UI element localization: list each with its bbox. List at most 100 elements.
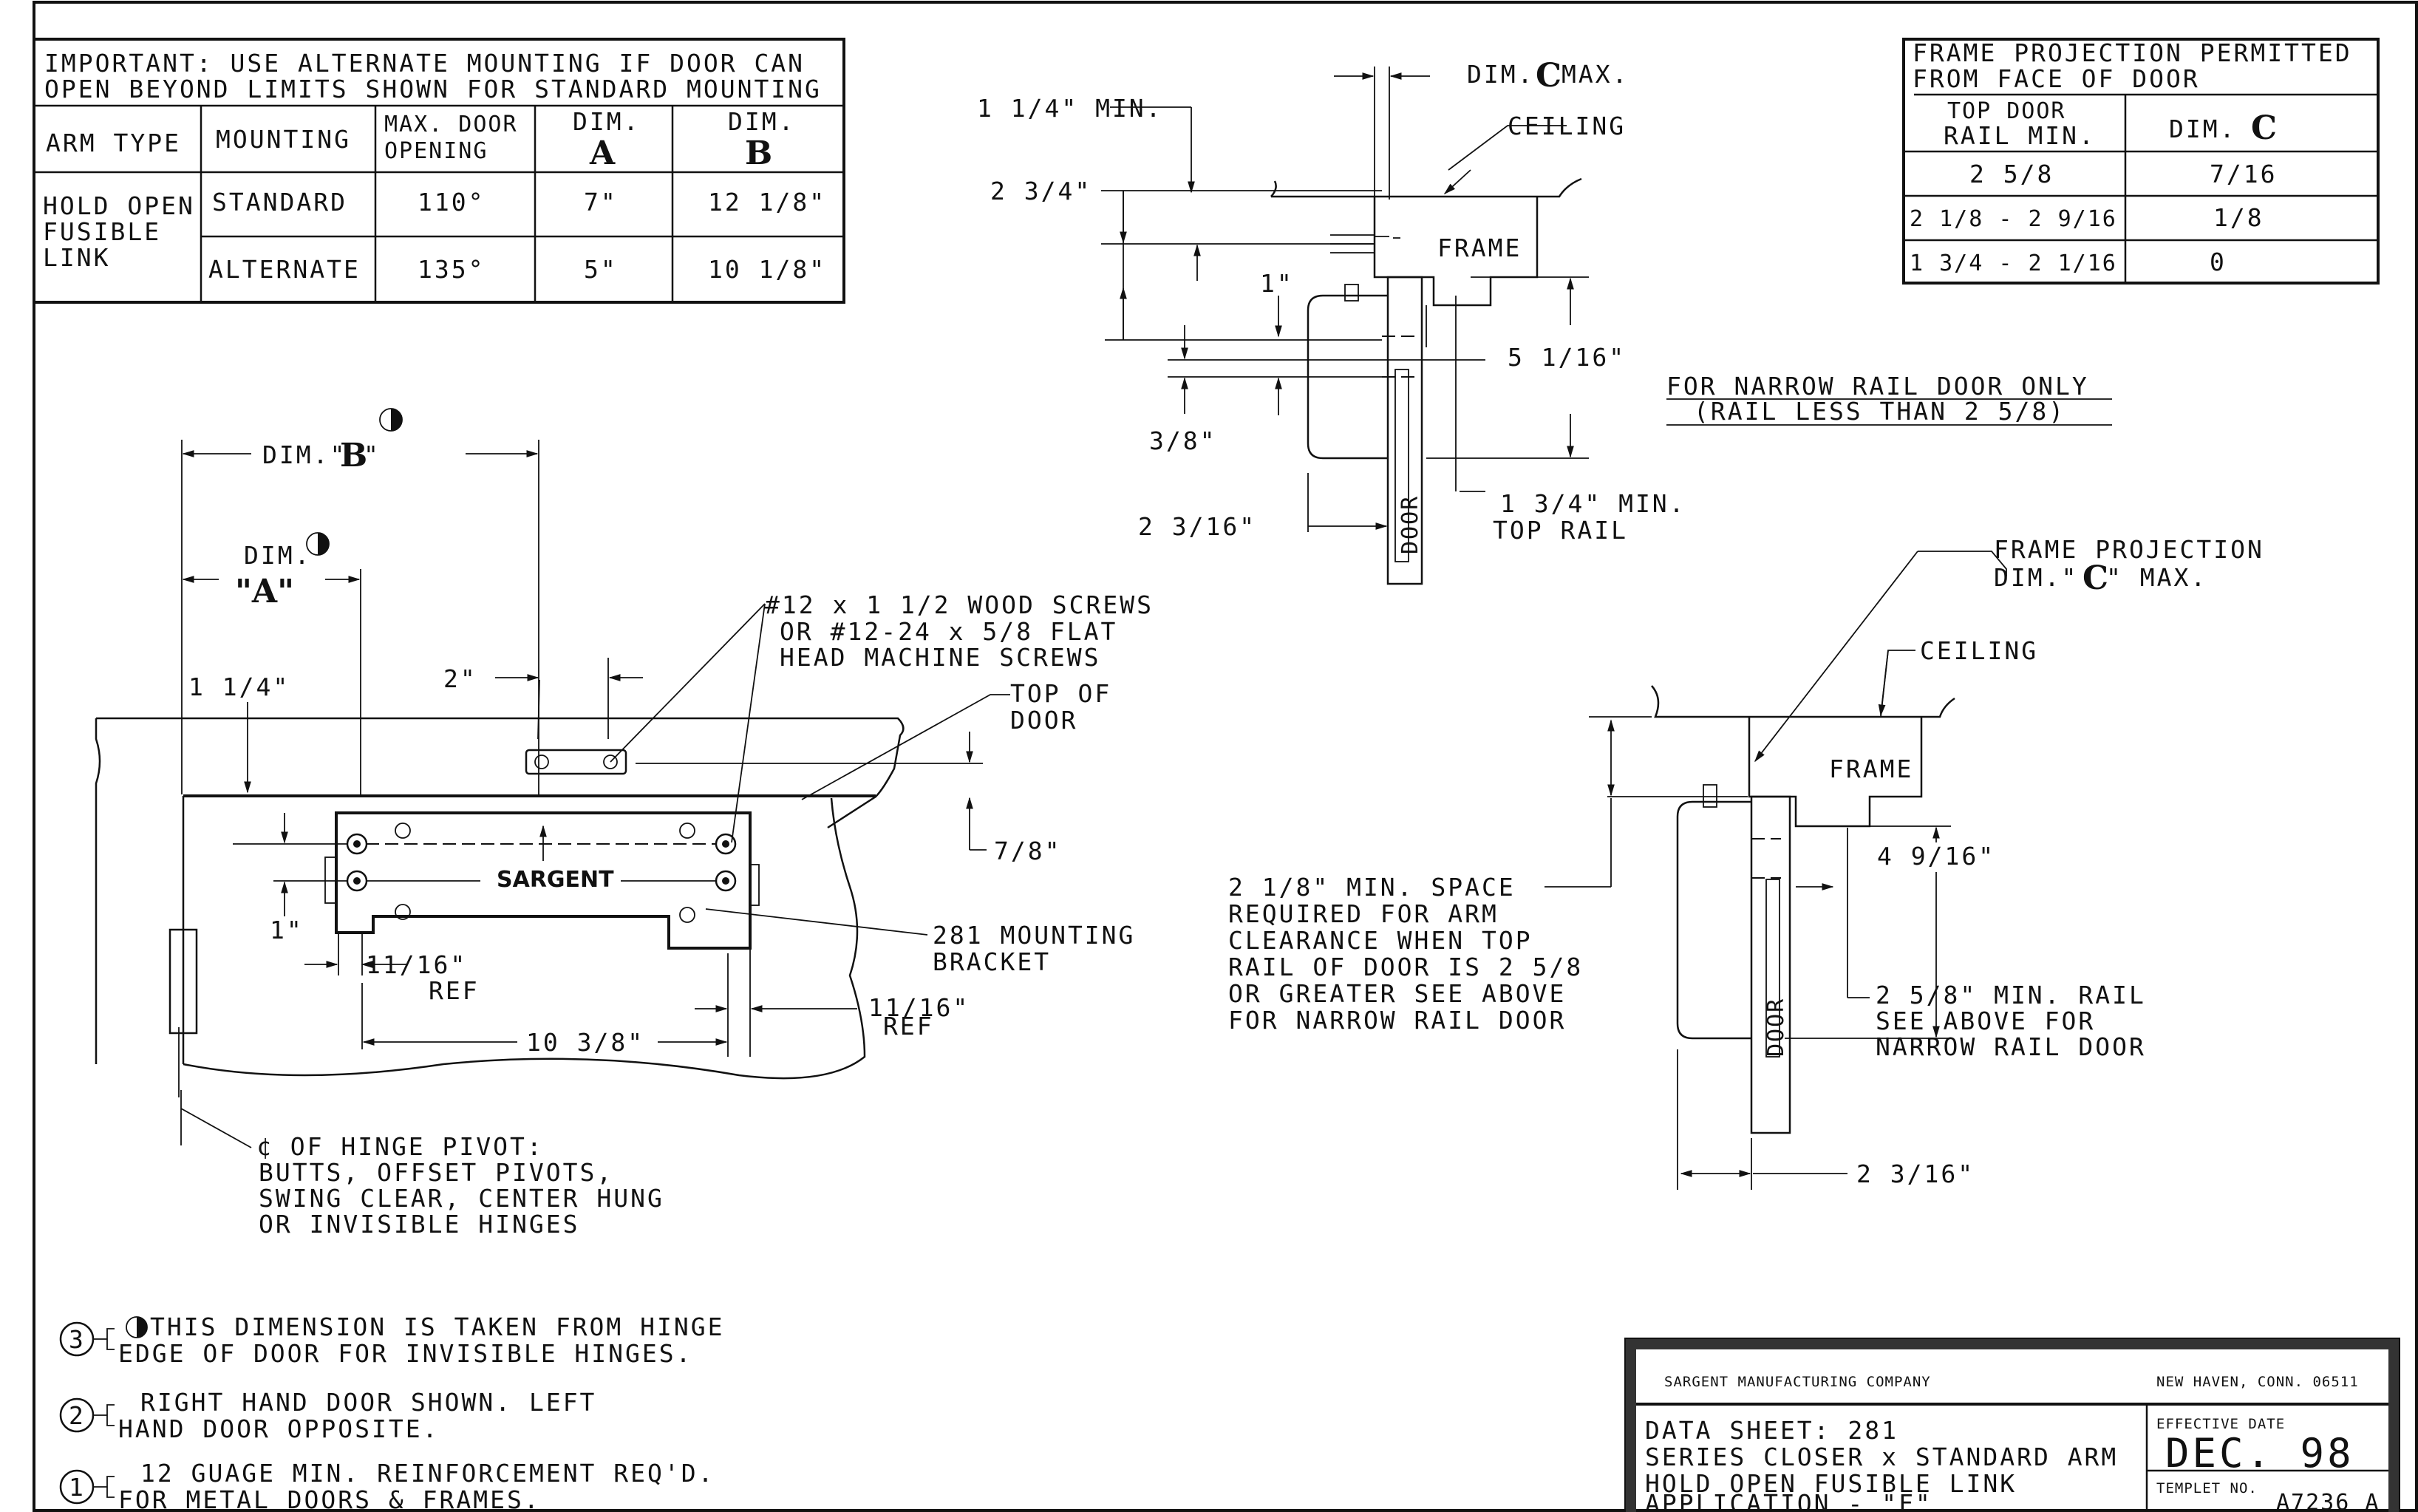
note-2-line2: HAND DOOR OPPOSITE.	[118, 1414, 440, 1443]
ref-right-1: 11/16"	[868, 993, 970, 1022]
dimc-max-1: DIM.	[1467, 60, 1534, 89]
header-mounting: MOUNTING	[216, 125, 351, 154]
header-dim-b-1: DIM.	[728, 107, 795, 136]
arm-type-line3: LINK	[43, 243, 110, 272]
note-2-line1: RIGHT HAND DOOR SHOWN. LEFT	[140, 1388, 596, 1417]
row1-max-opening: 110°	[418, 188, 485, 217]
dim-2: 2"	[443, 664, 477, 693]
narrow-note-1: FOR NARROW RAIL DOOR ONLY	[1666, 372, 2089, 401]
proj-title-2: FROM FACE OF DOOR	[1913, 64, 2200, 93]
proj-row2-rail: 2 1/8 - 2 9/16	[1910, 206, 2117, 232]
narrow-note-2: (RAIL LESS THAN 2 5/8)	[1694, 397, 2065, 426]
mount-note-line1: IMPORTANT: USE ALTERNATE MOUNTING IF DOO…	[44, 49, 805, 78]
dimc-max-3: MAX.	[1562, 60, 1629, 89]
dim-78: 7/8"	[994, 837, 1061, 865]
arm-type-line2: FUSIBLE	[43, 217, 161, 246]
proj-col1-2: RAIL MIN.	[1944, 121, 2096, 150]
screws-note-2: OR #12-24 x 5/8 FLAT	[780, 617, 1117, 646]
door-label-top: DOOR	[1397, 495, 1423, 554]
notes: 3 THIS DIMENSION IS TAKEN FROM HINGE EDG…	[59, 1312, 725, 1512]
effective-date-label: EFFECTIVE DATE	[2156, 1416, 2285, 1432]
hinge-note-2: BUTTS, OFFSET PIVOTS,	[259, 1158, 613, 1187]
title-line4: APPLICATION - "F"	[1645, 1489, 1932, 1512]
rail-note-1: 2 5/8" MIN. RAIL	[1876, 981, 2146, 1009]
space-note-2: REQUIRED FOR ARM	[1228, 899, 1499, 928]
hinge-note-4: OR INVISIBLE HINGES	[259, 1210, 580, 1239]
dimc-max-2: C	[1536, 57, 1562, 95]
frame-proj-2: DIM."	[1994, 563, 2078, 592]
header-dim-b-2: B	[745, 134, 772, 172]
space-note-3: CLEARANCE WHEN TOP	[1228, 926, 1533, 955]
templet-label: TEMPLET NO.	[2156, 1480, 2258, 1496]
mounting-table: IMPORTANT: USE ALTERNATE MOUNTING IF DOO…	[33, 38, 845, 304]
header-arm-type: ARM TYPE	[46, 129, 181, 157]
dim-1038: 10 3/8"	[526, 1028, 644, 1057]
header-dim-a-2: A	[589, 134, 616, 172]
dim-2316-top: 2 3/16"	[1138, 512, 1256, 541]
proj-col2-1: DIM.	[2169, 115, 2236, 143]
row1-dim-b: 12 1/8"	[708, 188, 826, 217]
note-3-line2: EDGE OF DOOR FOR INVISIBLE HINGES.	[118, 1339, 693, 1368]
title-block: SARGENT MANUFACTURING COMPANY NEW HAVEN,…	[1624, 1338, 2400, 1512]
title-line2: SERIES CLOSER x STANDARD ARM	[1645, 1443, 2118, 1471]
ref-right-2: REF	[883, 1012, 934, 1041]
note-1-line2: FOR METAL DOORS & FRAMES.	[118, 1485, 541, 1512]
dim-5116: 5 1/16"	[1508, 343, 1626, 372]
screws-note-1: #12 x 1 1/2 WOOD SCREWS	[765, 590, 1154, 619]
ref-left-1: 11/16"	[366, 950, 467, 979]
space-note-4: RAIL OF DOOR IS 2 5/8	[1228, 953, 1583, 981]
space-note-1: 2 1/8" MIN. SPACE	[1228, 873, 1516, 902]
company-name: SARGENT MANUFACTURING COMPANY	[1664, 1374, 1931, 1390]
sargent-logo-text: SARGENT	[497, 867, 614, 893]
bracket-label-2: BRACKET	[933, 947, 1051, 976]
rail-note-2: SEE ABOVE FOR	[1876, 1007, 2095, 1035]
dim-1-main: 1"	[270, 916, 304, 944]
main-door-detail: DIM." B " DIM. "A" 1 1/4" 2" #12 x 1 1/2…	[95, 408, 1154, 1239]
dim-b-label-3: "	[364, 440, 381, 469]
dim-1-top: 1"	[1260, 269, 1294, 298]
hinge-note-1: ¢ OF HINGE PIVOT:	[256, 1132, 544, 1161]
proj-title-1: FRAME PROJECTION PERMITTED	[1913, 38, 2352, 67]
header-dim-a-1: DIM.	[573, 107, 640, 136]
effective-date-value: DEC. 98	[2165, 1430, 2354, 1477]
proj-row1-dim-c: 7/16	[2210, 160, 2277, 188]
dim-2316-right: 2 3/16"	[1856, 1159, 1975, 1188]
proj-row1-rail: 2 5/8	[1969, 160, 2054, 188]
proj-row3-rail: 1 3/4 - 2 1/16	[1910, 251, 2117, 276]
title-line1: DATA SHEET: 281	[1645, 1416, 1898, 1445]
proj-row3-dim-c: 0	[2210, 248, 2227, 276]
row2-max-opening: 135°	[418, 255, 485, 284]
top-rail-1: 1 3/4" MIN.	[1500, 489, 1686, 518]
company-location: NEW HAVEN, CONN. 06511	[2156, 1374, 2359, 1390]
dim-234: 2 3/4"	[990, 177, 1091, 205]
hinge-note-3: SWING CLEAR, CENTER HUNG	[259, 1184, 664, 1213]
arm-type-line1: HOLD OPEN	[43, 191, 195, 220]
standard-rail-detail: FRAME PROJECTION DIM." C " MAX. CEILING …	[1228, 535, 2262, 1190]
row2-dim-a: 5"	[584, 255, 618, 284]
dim-114-min: 1 1/4" MIN.	[977, 94, 1163, 123]
row1-dim-a: 7"	[584, 188, 618, 217]
note-3-line1: THIS DIMENSION IS TAKEN FROM HINGE	[150, 1312, 725, 1341]
mount-note-line2: OPEN BEYOND LIMITS SHOWN FOR STANDARD MO…	[44, 75, 822, 103]
note-1-line1: 12 GUAGE MIN. REINFORCEMENT REQ'D.	[140, 1459, 715, 1488]
frame-label-top: FRAME	[1437, 234, 1522, 262]
dim-114-main: 1 1/4"	[188, 672, 290, 701]
frame-projection-table: FRAME PROJECTION PERMITTED FROM FACE OF …	[1902, 38, 2380, 285]
dim-38: 3/8"	[1149, 426, 1216, 455]
dim-a-label-1: DIM.	[244, 541, 311, 570]
header-max-opening-1: MAX. DOOR	[384, 112, 518, 137]
note-3-num: 3	[69, 1325, 86, 1354]
row2-mounting: ALTERNATE	[208, 255, 361, 284]
dim-a-label-2: "A"	[235, 573, 294, 610]
title-line3: HOLD OPEN FUSIBLE LINK	[1645, 1469, 2017, 1498]
dim-4916: 4 9/16"	[1877, 842, 1995, 871]
templet-value: A7236 A	[2276, 1490, 2380, 1512]
ceiling-label-right: CEILING	[1920, 636, 2038, 665]
dim-b-label-2: B	[340, 437, 367, 474]
frame-label-right: FRAME	[1829, 755, 1913, 783]
ceiling-label-top: CEILING	[1508, 112, 1626, 140]
note-1-num: 1	[69, 1473, 86, 1502]
row2-dim-b: 10 1/8"	[708, 255, 826, 284]
space-note-5: OR GREATER SEE ABOVE	[1228, 979, 1566, 1008]
